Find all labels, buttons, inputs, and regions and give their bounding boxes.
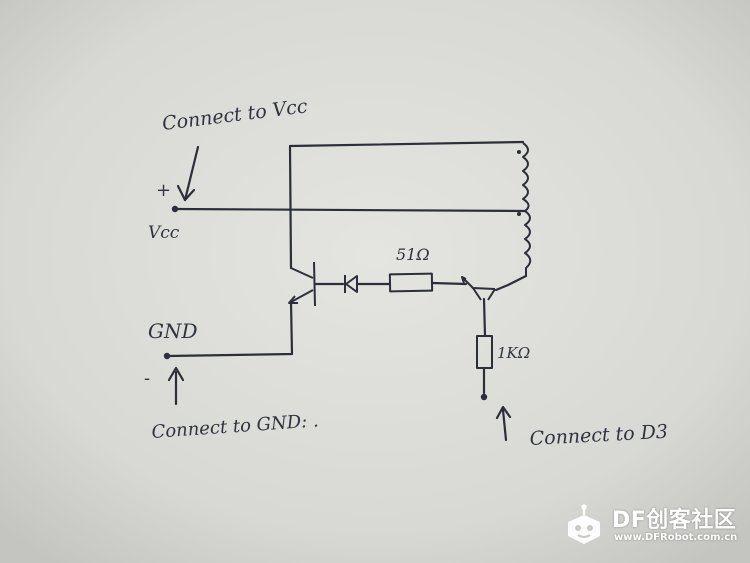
emitter-to-gnd-wire (166, 300, 294, 358)
resistor-to-transistor-wire (430, 281, 468, 286)
watermark-brand: DF创客社区 (612, 508, 737, 533)
top-loop-wire (288, 140, 525, 270)
gnd-arrow-head (167, 366, 185, 382)
coil-dot-mid (517, 212, 521, 216)
watermark-url: www.DFRobot.com.cn (614, 532, 738, 543)
d3-arrow-shaft (501, 408, 508, 442)
dfrobot-logo-icon (568, 504, 600, 544)
relay-coil-upper (522, 142, 530, 212)
d3-arrow-head (495, 405, 512, 420)
label-r2: 1KΩ (497, 344, 530, 362)
vcc-arrow-head (176, 184, 196, 202)
transistor-left (288, 261, 316, 307)
transistor-right (461, 276, 496, 301)
watermark: DF创客社区 www.DFRobot.com.cn (560, 500, 748, 556)
vcc-arrow-shaft (183, 145, 200, 202)
coil-dot-top (517, 150, 521, 154)
label-gnd: GND (148, 319, 198, 343)
label-plus: + (156, 180, 171, 201)
gnd-terminal (163, 352, 171, 360)
coil-to-collector-wire (494, 274, 528, 292)
label-vcc: Vcc (148, 223, 180, 243)
vcc-rail (173, 207, 527, 213)
label-r1: 51Ω (396, 245, 430, 264)
d3-terminal (480, 393, 488, 401)
label-minus: - (144, 368, 150, 389)
transistor-to-1k-wire (482, 297, 487, 338)
relay-coil-lower (524, 210, 532, 276)
